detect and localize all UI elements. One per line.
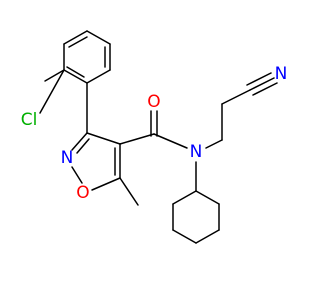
bond	[63, 30, 88, 45]
bond	[221, 89, 251, 105]
bond	[63, 69, 88, 84]
isoxazole-ring	[71, 132, 121, 191]
bond	[71, 132, 88, 151]
bond	[86, 69, 111, 84]
triple-bond	[249, 77, 275, 91]
bond	[153, 133, 188, 149]
triple-bond	[252, 82, 278, 96]
chlorophenyl-ring	[63, 30, 111, 84]
molecule-svg: Cl N O O N N	[21, 30, 288, 244]
bond	[172, 190, 197, 205]
triple-bond	[246, 72, 272, 86]
bond	[71, 166, 83, 184]
chlorine-atom-label: Cl	[21, 110, 38, 130]
bond	[91, 177, 121, 191]
bond	[86, 30, 111, 45]
amide-nitrogen-label: N	[190, 142, 203, 162]
bond	[205, 139, 223, 149]
bond	[195, 190, 220, 205]
ring-nitrogen-label: N	[61, 148, 74, 168]
double-bond-inner	[66, 66, 85, 78]
double-bond-inner	[68, 36, 88, 48]
ring-oxygen-label: O	[76, 183, 89, 203]
bond-to-chlorine	[44, 69, 65, 82]
cyclohexyl-ring	[172, 190, 220, 244]
bond-to-chlorine	[39, 69, 65, 114]
bond	[195, 229, 220, 244]
double-bond-inner	[76, 138, 90, 154]
carbonyl-oxygen-label: O	[147, 92, 160, 112]
bond	[86, 132, 121, 145]
nitrile-nitrogen-label: N	[275, 64, 288, 84]
bond	[172, 229, 197, 244]
methyl-bond	[119, 177, 139, 206]
bond	[119, 133, 155, 145]
molecule-drawing: Cl N O O N N	[21, 30, 288, 244]
